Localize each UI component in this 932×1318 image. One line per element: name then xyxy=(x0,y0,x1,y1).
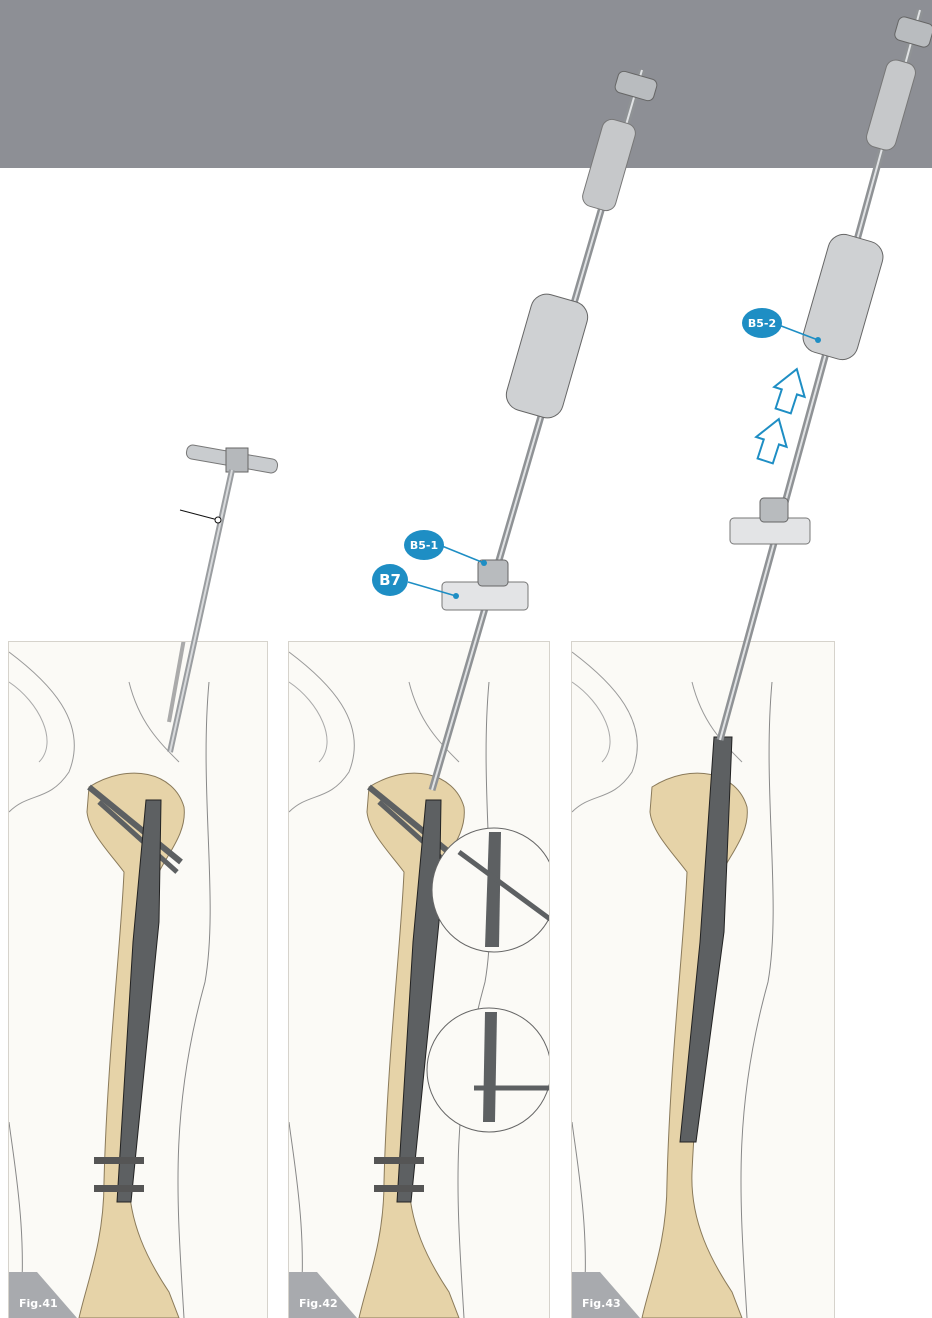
callout-b5-1: B5-1 xyxy=(404,530,444,560)
up-arrow-icon xyxy=(768,364,812,416)
callout-b7: B7 xyxy=(372,564,408,596)
slide-hammer-assembly xyxy=(720,10,932,740)
t-handle-extractor xyxy=(170,444,279,752)
callout-dot xyxy=(481,560,487,566)
up-arrow-icon xyxy=(750,414,794,466)
callout-b5-2: B5-2 xyxy=(742,308,782,338)
callout-leader xyxy=(442,546,484,563)
slide-hammer-assembly xyxy=(432,70,658,790)
callout-dot xyxy=(815,337,821,343)
callout-dot xyxy=(453,593,459,599)
